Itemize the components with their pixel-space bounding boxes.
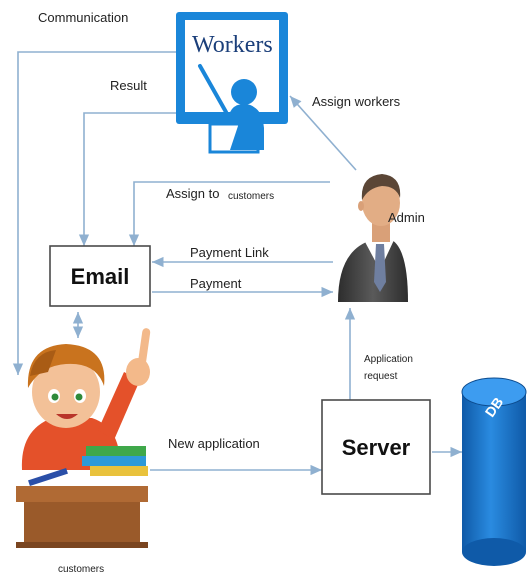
server-box: [321, 399, 431, 495]
presentation-board-icon: [176, 12, 288, 154]
label-application: Application: [364, 354, 413, 365]
child-at-desk-icon: [16, 328, 151, 548]
customers-label: customers: [58, 564, 104, 575]
edge-assign-to-customers: [128, 181, 330, 246]
businessman-icon: [338, 174, 408, 302]
workers-label: Workers: [192, 32, 273, 58]
label-payment-link: Payment Link: [190, 245, 269, 260]
workers-node: Workers: [176, 12, 288, 154]
email-label: Email: [71, 264, 130, 289]
server-label: Server: [342, 435, 411, 460]
label-new-application: New application: [168, 436, 260, 451]
edge-assign-workers: [289, 95, 357, 171]
admin-node: Admin: [338, 174, 425, 302]
edge-result: [78, 112, 176, 246]
label-result: Result: [110, 78, 147, 93]
label-assign-customers: customers: [228, 191, 274, 202]
label-assign-workers: Assign workers: [312, 94, 401, 109]
label-assign-to: Assign to: [166, 186, 219, 201]
email-node: Email: [49, 245, 151, 307]
server-node: Server: [321, 399, 431, 495]
db-node: DB: [461, 377, 527, 566]
email-box: [49, 245, 151, 307]
customers-node: customers: [16, 328, 151, 575]
label-request: request: [364, 371, 398, 382]
edge-communication: [12, 51, 176, 375]
label-communication: Communication: [38, 10, 128, 25]
database-cylinder-icon: [461, 377, 527, 566]
label-payment: Payment: [190, 276, 242, 291]
admin-label: Admin: [388, 210, 425, 225]
